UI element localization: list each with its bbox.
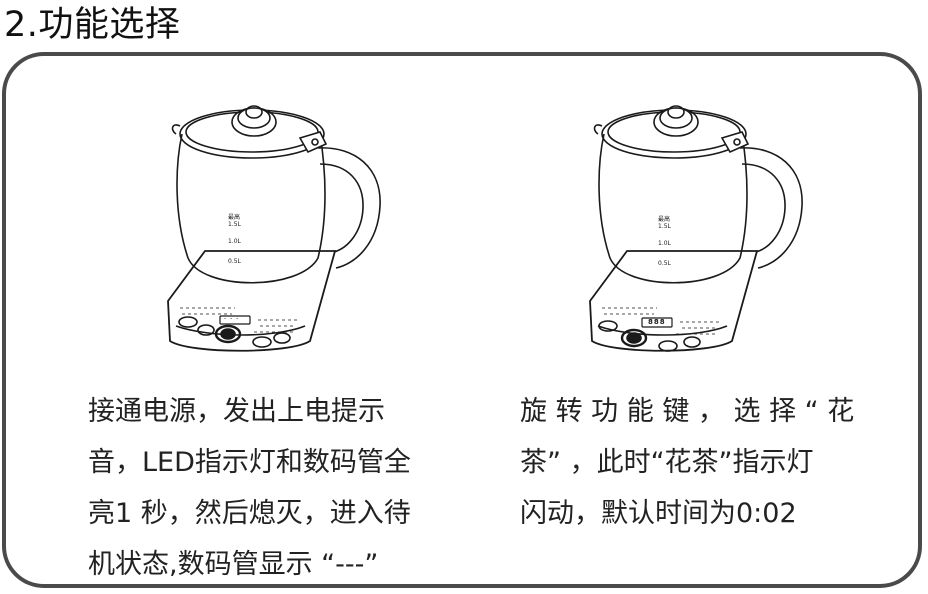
level-mark-top: 最高 1.5L xyxy=(228,214,241,228)
caption-power-on: 接通电源，发出上电提示 音，LED指示灯和数码管全 亮1 秒，然后熄灭，进入待 … xyxy=(88,386,411,590)
caption-line: 茶” ，此时“花茶”指示灯 xyxy=(520,447,814,478)
section-title: 2.功能选择 xyxy=(4,5,181,45)
caption-line: 闪动，默认时间为0:02 xyxy=(520,498,797,529)
digital-display: 888 xyxy=(648,318,666,326)
level-mark-mid: 1.0L xyxy=(658,240,671,247)
digital-display: - - - xyxy=(224,315,240,322)
level-mark-mid: 1.0L xyxy=(228,238,241,245)
caption-function-select: 旋 转 功 能 键 ， 选 择 “ 花 茶” ，此时“花茶”指示灯 闪动，默认时… xyxy=(520,386,854,539)
content-frame xyxy=(2,52,922,588)
level-mark-top: 最高 1.5L xyxy=(658,216,671,230)
kettle-illustration-left: 最高 1.5L 1.0L 0.5L - - - xyxy=(150,86,390,366)
caption-line: 亮1 秒，然后熄灭，进入待 xyxy=(88,498,411,529)
caption-line: 机状态,数码管显示 “---” xyxy=(88,549,379,580)
caption-line: 旋 转 功 能 键 ， 选 择 “ 花 xyxy=(520,396,855,427)
kettle-illustration-right: 最高 1.5L 1.0L 0.5L 888 xyxy=(572,86,812,366)
level-mark-low: 0.5L xyxy=(228,258,241,265)
level-mark-low: 0.5L xyxy=(658,260,671,267)
caption-line: 接通电源，发出上电提示 xyxy=(88,396,385,427)
caption-line: 音，LED指示灯和数码管全 xyxy=(88,447,411,478)
